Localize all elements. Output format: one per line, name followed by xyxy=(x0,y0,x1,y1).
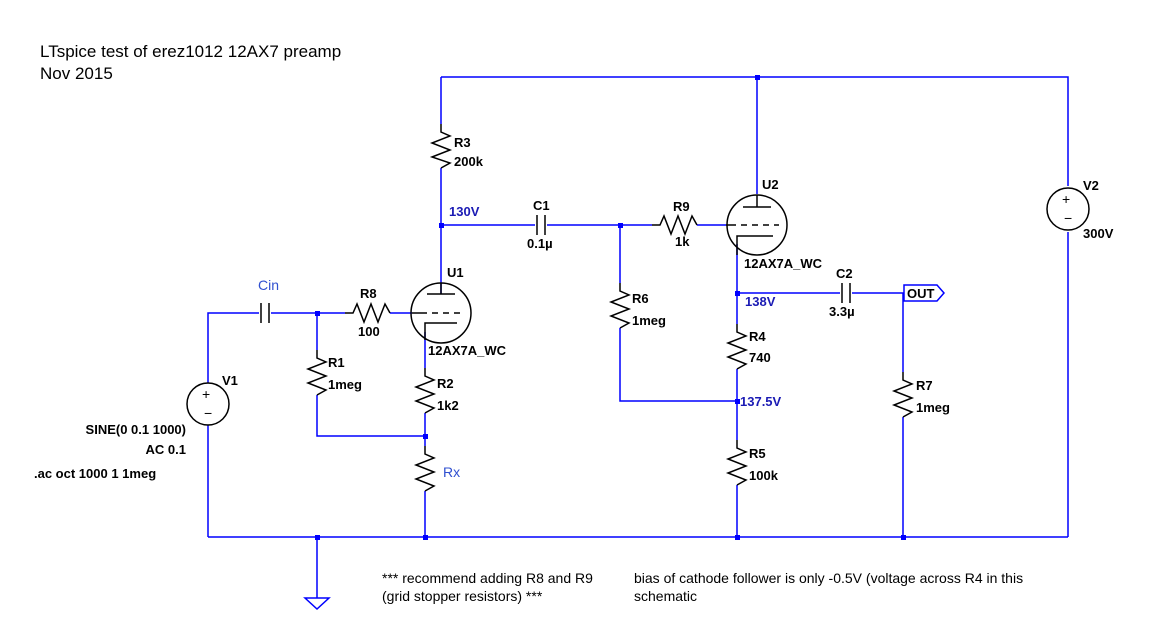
r3-value: 200k xyxy=(454,154,484,169)
r4-value: 740 xyxy=(749,350,771,365)
note-right-line2: schematic xyxy=(634,588,697,604)
r7-value: 1meg xyxy=(916,400,950,415)
r6-value: 1meg xyxy=(632,313,666,328)
cin-capacitor xyxy=(260,303,270,323)
c1-value: 0.1µ xyxy=(527,236,553,251)
v2-value: 300V xyxy=(1083,226,1114,241)
v1-plus-icon: + xyxy=(202,386,210,402)
r1-resistor xyxy=(305,350,329,396)
r4-resistor xyxy=(725,324,749,370)
v2-ref: V2 xyxy=(1083,178,1099,193)
r2-value: 1k2 xyxy=(437,398,459,413)
r5-value: 100k xyxy=(749,468,779,483)
r4-r5-node-voltage: 137.5V xyxy=(740,394,782,409)
u1-ref: U1 xyxy=(447,265,464,280)
v1-source-text: SINE(0 0.1 1000) xyxy=(86,422,186,437)
r4-ref: R4 xyxy=(749,329,766,344)
r8-value: 100 xyxy=(358,324,380,339)
c1-ref: C1 xyxy=(533,198,550,213)
c2-value: 3.3µ xyxy=(829,304,855,319)
ac-directive: .ac oct 1000 1 1meg xyxy=(34,466,156,481)
r2-resistor xyxy=(413,368,437,414)
out-port-label: OUT xyxy=(907,286,935,301)
out-port-icon xyxy=(903,284,945,302)
r6-resistor xyxy=(608,283,632,329)
r5-resistor xyxy=(725,440,749,486)
c1-capacitor xyxy=(536,215,546,235)
r9-ref: R9 xyxy=(673,199,690,214)
r9-resistor xyxy=(652,213,698,237)
r6-ref: R6 xyxy=(632,291,649,306)
ground-symbol xyxy=(303,597,331,611)
v1-source xyxy=(186,382,230,426)
wires xyxy=(207,76,1069,598)
u1-model: 12AX7A_WC xyxy=(428,343,507,358)
v2-plus-icon: + xyxy=(1062,191,1070,207)
r3-resistor xyxy=(429,124,453,169)
u2-model: 12AX7A_WC xyxy=(744,256,823,271)
v1-ref: V1 xyxy=(222,373,238,388)
r1-ref: R1 xyxy=(328,355,345,370)
r7-ref: R7 xyxy=(916,378,933,393)
u1-plate-voltage: 130V xyxy=(449,204,480,219)
note-right-line1: bias of cathode follower is only -0.5V (… xyxy=(634,570,1023,586)
u2-triode xyxy=(726,194,788,256)
r1-value: 1meg xyxy=(328,377,362,392)
c2-ref: C2 xyxy=(836,266,853,281)
title-line1: LTspice test of erez1012 12AX7 preamp xyxy=(40,42,341,61)
note-left-line1: *** recommend adding R8 and R9 xyxy=(382,570,593,586)
v2-minus-icon: − xyxy=(1064,210,1072,226)
rx-resistor xyxy=(413,446,437,492)
v2-source xyxy=(1046,187,1090,231)
u2-ref: U2 xyxy=(762,177,779,192)
cin-ref: Cin xyxy=(258,277,279,293)
r2-ref: R2 xyxy=(437,376,454,391)
junctions xyxy=(315,75,906,540)
r8-resistor xyxy=(345,301,391,325)
r9-value: 1k xyxy=(675,234,690,249)
u1-triode xyxy=(410,282,472,344)
r8-ref: R8 xyxy=(360,286,377,301)
r3-ref: R3 xyxy=(454,135,471,150)
rx-ref: Rx xyxy=(443,464,460,480)
u2-cathode-voltage: 138V xyxy=(745,294,776,309)
r7-resistor xyxy=(891,372,915,418)
note-left-line2: (grid stopper resistors) *** xyxy=(382,588,543,604)
c2-capacitor xyxy=(841,283,851,303)
v1-ac-text: AC 0.1 xyxy=(146,442,186,457)
v1-minus-icon: − xyxy=(204,405,212,421)
r5-ref: R5 xyxy=(749,446,766,461)
title-line2: Nov 2015 xyxy=(40,64,113,83)
